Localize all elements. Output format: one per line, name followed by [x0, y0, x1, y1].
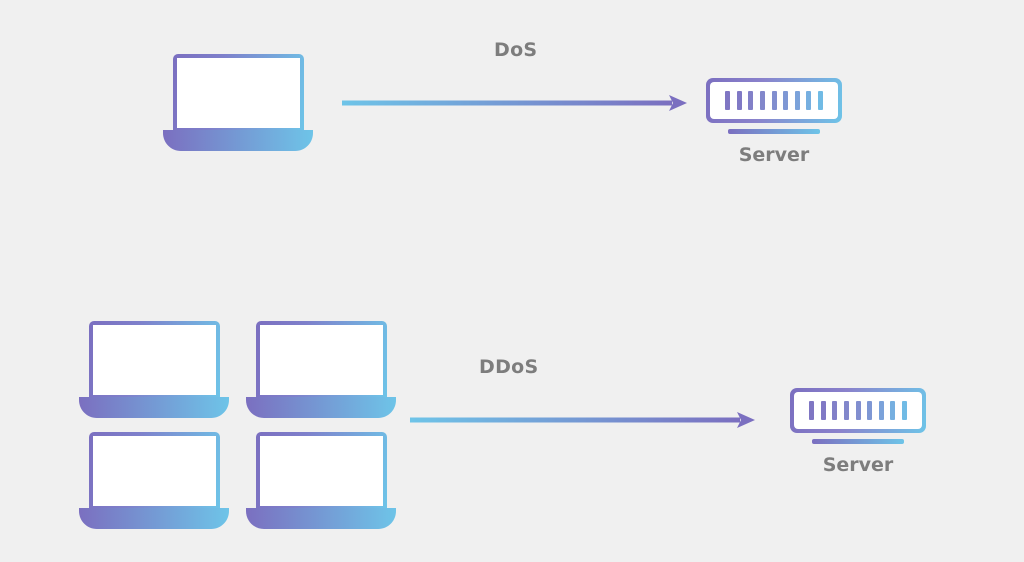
laptop-screen-surface [93, 325, 216, 395]
server-slot [771, 91, 777, 110]
server-slot [748, 91, 754, 110]
laptop-base [246, 397, 396, 418]
laptop-screen-surface [260, 325, 383, 395]
server-base-bar [728, 129, 820, 134]
server-slot [806, 91, 812, 110]
server-slot [890, 401, 896, 420]
laptop-screen [89, 321, 220, 399]
dos-arrow [342, 94, 687, 112]
ddos-laptop-3 [79, 432, 229, 530]
laptop-screen [256, 432, 387, 510]
server-slot [759, 91, 765, 110]
server-slot-row [809, 401, 907, 420]
dos-server: Server [706, 78, 842, 178]
ddos-laptop-2 [246, 321, 396, 419]
ddos-laptop-1 [79, 321, 229, 419]
laptop-base [246, 508, 396, 529]
server-slot [855, 401, 861, 420]
server-slot [867, 401, 873, 420]
server-slot [843, 401, 849, 420]
arrow-right-icon [410, 412, 755, 428]
laptop-screen-surface [177, 58, 300, 128]
laptop-screen [89, 432, 220, 510]
ddos-server: Server [790, 388, 926, 488]
laptop-base [79, 397, 229, 418]
laptop-screen [256, 321, 387, 399]
ddos-server-caption: Server [822, 454, 894, 476]
server-slot-row [725, 91, 823, 110]
server-slot [783, 91, 789, 110]
arrow-right-icon [342, 95, 687, 111]
server-slot [820, 401, 826, 420]
ddos-arrow [410, 411, 755, 429]
dos-flow-label: DoS [494, 39, 538, 61]
server-slot [902, 401, 907, 420]
server-base-bar [812, 439, 904, 444]
server-slot [818, 91, 823, 110]
server-slot [809, 401, 814, 420]
server-slot [878, 401, 884, 420]
laptop-base [163, 130, 313, 151]
dos-laptop-1 [163, 54, 313, 152]
laptop-base [79, 508, 229, 529]
server-slot [832, 401, 838, 420]
ddos-flow-label: DDoS [479, 356, 539, 378]
laptop-screen-surface [93, 436, 216, 506]
server-slot [794, 91, 800, 110]
laptop-screen [173, 54, 304, 132]
server-slot [725, 91, 730, 110]
server-slot [736, 91, 742, 110]
dos-server-caption: Server [738, 144, 810, 166]
laptop-screen-surface [260, 436, 383, 506]
ddos-laptop-4 [246, 432, 396, 530]
